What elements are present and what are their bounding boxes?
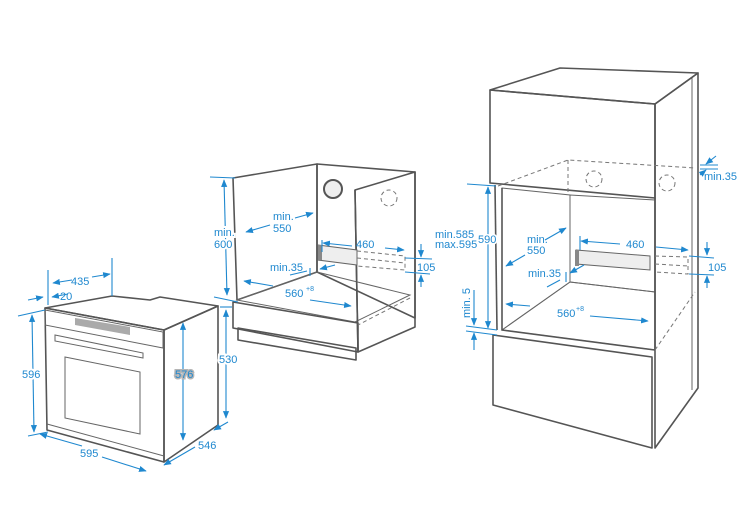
oven-window	[64, 356, 141, 435]
uc-depth-label: min.	[273, 211, 294, 223]
uc-width-label: 560	[285, 288, 303, 300]
tall-lower-cabinet	[492, 334, 653, 449]
uc-gap-label: min.35	[270, 262, 303, 274]
oven-front-face	[44, 307, 165, 463]
oven-body-height-label: 576	[175, 369, 193, 381]
vent-opening	[317, 244, 358, 266]
tall-rear-fan-hole-icon	[658, 174, 676, 192]
oven-width-label: 595	[80, 448, 98, 460]
uc-depth-value: 550	[273, 223, 291, 235]
oven-side-height-label: 530	[219, 354, 237, 366]
cabinet-plinth	[232, 301, 359, 353]
uc-height-value: 600	[214, 239, 232, 251]
uc-vent-height-label: 105	[417, 262, 435, 274]
tall-height-nominal: 590	[478, 234, 496, 246]
cabinet-floor	[235, 271, 412, 323]
tall-vent-height-label: 105	[708, 262, 726, 274]
oven-display	[75, 318, 130, 335]
oven-depth-label: 546	[198, 440, 216, 452]
oven-front-offset-label: 20	[60, 291, 72, 303]
tall-top-box	[489, 89, 656, 199]
uc-width-tolerance: +8	[306, 286, 314, 293]
tall-fan-hole-icon	[585, 170, 603, 188]
oven-dimensions: 435 20 596 576 530 595 546	[17, 258, 239, 472]
oven-depth-top-label: 435	[71, 276, 89, 288]
uc-vent-width-label: 460	[356, 239, 374, 251]
tall-depth-label: min.	[527, 234, 548, 246]
oven-side-face	[163, 305, 219, 463]
tall-gap-label: min.35	[528, 268, 561, 280]
uc-height-label: min.	[214, 227, 235, 239]
oven-control-panel	[44, 309, 164, 349]
tall-width-tolerance: +8	[576, 306, 584, 313]
fan-hole-icon	[323, 179, 343, 199]
tall-depth-value: 550	[527, 245, 545, 257]
under-counter-dimensions: min. 600 min. 550 460 105 min.35 560 +8	[209, 176, 435, 309]
oven-height-label: 596	[22, 369, 40, 381]
tall-plinth-label: min. 5	[461, 288, 473, 318]
cabinet-base	[237, 327, 357, 361]
tall-height-min: min.585	[435, 229, 474, 241]
tall-height-max: max.595	[435, 239, 477, 251]
under-counter-cabinet	[232, 163, 416, 361]
tall-vent-opening	[575, 249, 651, 271]
tall-dimensions: min.585 max.595 590 min. 5 min. 550 460 …	[434, 155, 737, 350]
tall-top-gap-label: min.35	[704, 171, 737, 183]
rear-fan-hole-icon	[380, 189, 398, 207]
cabinet-right-panel	[354, 171, 416, 353]
tall-cabinet	[489, 67, 699, 449]
tall-vent-width-label: 460	[626, 239, 644, 251]
tall-width-label: 560	[557, 308, 575, 320]
oven-handle	[54, 334, 144, 359]
